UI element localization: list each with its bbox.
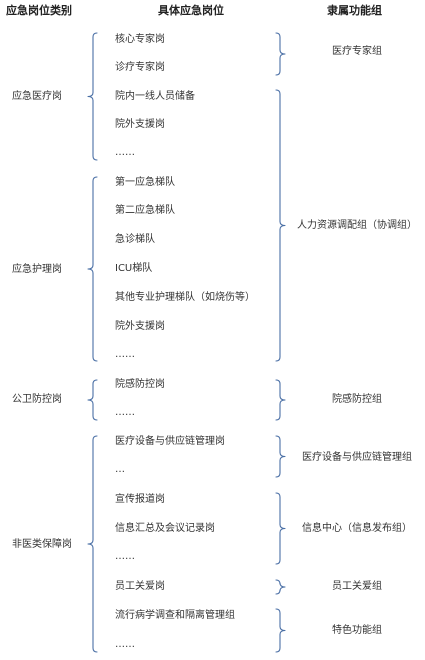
function-label: 特色功能组 — [332, 625, 382, 636]
category-label: 应急护理岗 — [12, 264, 62, 275]
function-label: 院感防控组 — [332, 394, 382, 405]
header-position: 具体应急岗位 — [158, 4, 224, 17]
position-label: 院内一线人员储备 — [115, 91, 195, 102]
position-label: 院外支援岗 — [115, 321, 165, 332]
position-label: 信息汇总及会议记录岗 — [115, 523, 215, 534]
position-label: 宣传报道岗 — [115, 494, 165, 505]
position-label: ICU梯队 — [115, 263, 153, 274]
position-label: 院感防控岗 — [115, 379, 165, 390]
brace-right-infection — [275, 379, 286, 421]
brace-left-public-health — [87, 379, 98, 421]
position-label: …… — [115, 551, 135, 562]
position-label: 员工关爱岗 — [115, 581, 165, 592]
brace-left-non-medical — [87, 435, 98, 653]
position-label: …… — [115, 147, 135, 158]
brace-right-care — [275, 579, 286, 595]
position-label: … — [115, 464, 125, 475]
position-label: 急诊梯队 — [115, 234, 155, 245]
position-label: 医疗设备与供应链管理岗 — [115, 436, 225, 447]
brace-right-hr — [275, 89, 286, 362]
category-label: 应急医疗岗 — [12, 91, 62, 102]
brace-left-medical — [87, 32, 98, 161]
brace-left-nursing — [87, 176, 98, 362]
category-label: 公卫防控岗 — [12, 394, 62, 405]
position-label: 第二应急梯队 — [115, 205, 175, 216]
function-label: 医疗设备与供应链管理组 — [302, 452, 412, 463]
function-label: 医疗专家组 — [332, 46, 382, 57]
position-label: 院外支援岗 — [115, 119, 165, 130]
header-function: 隶属功能组 — [327, 4, 382, 17]
position-label: …… — [115, 407, 135, 418]
function-label: 信息中心（信息发布组） — [302, 523, 412, 534]
position-label: …… — [115, 349, 135, 360]
brace-right-experts — [275, 32, 286, 76]
function-label: 人力资源调配组（协调组） — [297, 220, 417, 231]
position-label: 核心专家岗 — [115, 34, 165, 45]
header-category: 应急岗位类别 — [6, 4, 72, 17]
position-label: 第一应急梯队 — [115, 177, 175, 188]
position-label: 其他专业护理梯队（如烧伤等） — [115, 292, 255, 303]
category-label: 非医类保障岗 — [12, 539, 72, 550]
position-label: 流行病学调查和隔离管理组 — [115, 610, 235, 621]
position-label: 诊疗专家岗 — [115, 62, 165, 73]
function-label: 员工关爱组 — [332, 581, 382, 592]
position-label: …… — [115, 639, 135, 650]
brace-right-special — [275, 608, 286, 653]
brace-right-supply — [275, 435, 286, 478]
brace-right-info — [275, 492, 286, 565]
